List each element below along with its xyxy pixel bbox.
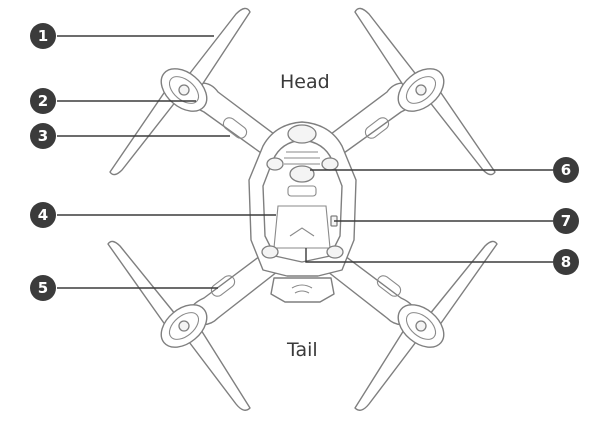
leader-line-8 — [305, 248, 553, 263]
callout-badge-8: 8 — [553, 249, 579, 275]
callout-badge-1: 1 — [30, 23, 56, 49]
callout-badge-5: 5 — [30, 275, 56, 301]
svg-text:8: 8 — [561, 253, 571, 271]
motor-rear-right — [397, 304, 445, 348]
svg-text:5: 5 — [38, 279, 48, 297]
drone-body — [248, 121, 357, 303]
callout-badge-7: 7 — [553, 208, 579, 234]
svg-text:4: 4 — [38, 206, 48, 224]
head-label: Head — [280, 71, 330, 93]
svg-text:7: 7 — [561, 212, 571, 230]
svg-text:1: 1 — [38, 27, 48, 45]
callout-badge-4: 4 — [30, 202, 56, 228]
svg-text:6: 6 — [561, 161, 571, 179]
svg-text:2: 2 — [38, 92, 48, 110]
camera — [289, 165, 315, 183]
tail-label: Tail — [286, 339, 318, 361]
motor-front-right — [397, 68, 445, 112]
propeller-rear-left — [107, 240, 251, 411]
svg-text:3: 3 — [38, 127, 48, 145]
callout-badge-3: 3 — [30, 123, 56, 149]
callout-badge-2: 2 — [30, 88, 56, 114]
motor-rear-left — [160, 304, 208, 348]
leader-lines — [57, 35, 553, 289]
propeller-front-left — [109, 7, 251, 176]
callout-badge-6: 6 — [553, 157, 579, 183]
